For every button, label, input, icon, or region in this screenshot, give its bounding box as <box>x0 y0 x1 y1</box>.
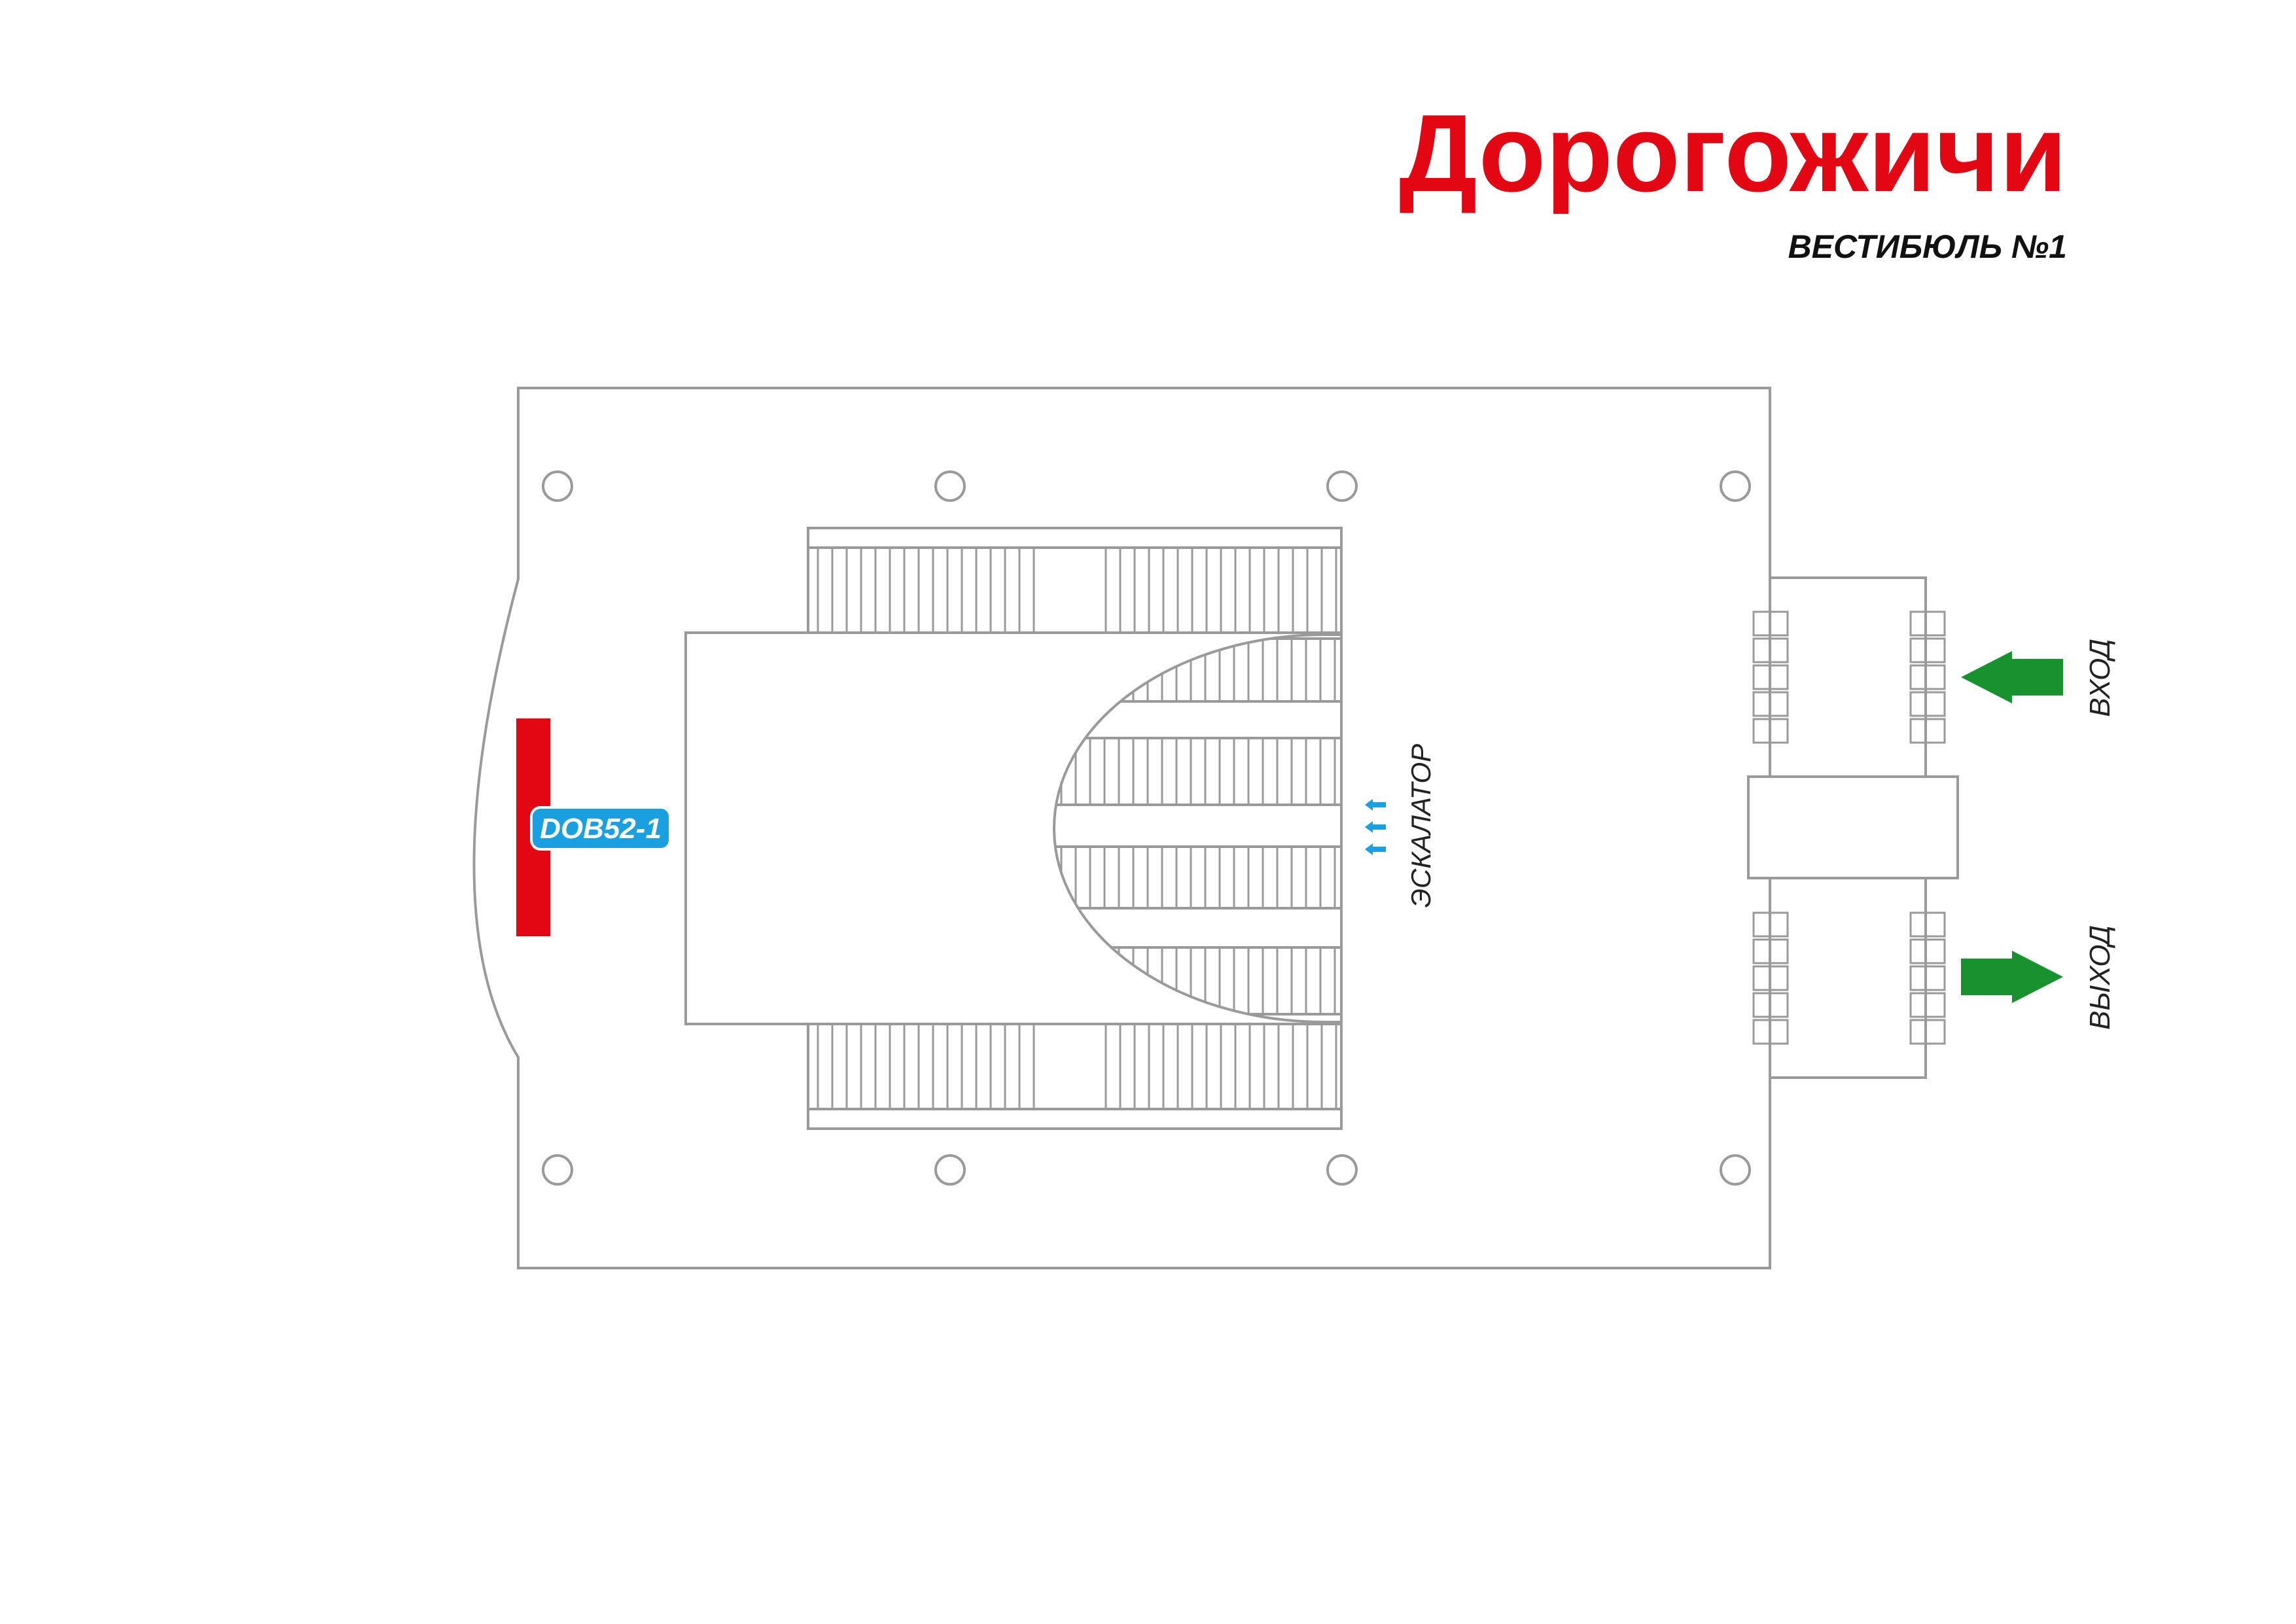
turnstile <box>1909 637 1946 663</box>
turnstile <box>1909 718 1946 744</box>
turnstile <box>1909 911 1946 938</box>
stairs-bottom-frame <box>807 1023 1343 1130</box>
column <box>1326 1154 1358 1186</box>
turnstile <box>1909 1019 1946 1045</box>
entrance-label: ВХОД <box>2084 639 2116 716</box>
annex-kiosk <box>1747 775 1959 879</box>
turnstile <box>1752 610 1789 637</box>
turnstile <box>1909 938 1946 964</box>
turnstile <box>1752 938 1789 964</box>
turnstile <box>1752 691 1789 717</box>
stairs-top-frame <box>807 527 1343 634</box>
turnstile <box>1752 965 1789 991</box>
stairs-top <box>807 527 1343 634</box>
column <box>1720 470 1751 502</box>
turnstiles <box>1752 610 1946 1045</box>
entrance-arrow-icon <box>1961 651 2063 703</box>
turnstile <box>1752 637 1789 663</box>
escalator-hall <box>684 631 1343 1025</box>
stairs-bottom <box>807 1023 1343 1130</box>
turnstile <box>1909 610 1946 637</box>
stairs-bottom-treads <box>817 1024 1337 1109</box>
column <box>934 470 966 502</box>
column <box>934 1154 966 1186</box>
column <box>1326 470 1358 502</box>
turnstile <box>1752 718 1789 744</box>
sign-code-label: DOB52-1 <box>540 813 662 845</box>
stairs-top-treads <box>817 548 1337 633</box>
station-title: Дорогожичи <box>1399 92 2067 215</box>
turnstile <box>1909 992 1946 1018</box>
arrow-left-icon <box>1365 843 1386 855</box>
escalator-bank <box>1053 633 1341 1023</box>
column <box>542 1154 573 1186</box>
arrow-left-icon <box>1365 799 1386 811</box>
turnstile <box>1752 1019 1789 1045</box>
sign-code-tag <box>530 806 671 851</box>
turnstile <box>1909 691 1946 717</box>
turnstile <box>1752 992 1789 1018</box>
columns <box>542 470 1751 1186</box>
column <box>542 470 573 502</box>
turnstile <box>1752 664 1789 690</box>
escalator-label: ЭСКАЛАТОР <box>1405 744 1436 908</box>
escalator-arc <box>1053 633 1341 1023</box>
turnstile <box>1909 664 1946 690</box>
column <box>1720 1154 1751 1186</box>
turnstile <box>1909 965 1946 991</box>
turnstile <box>1752 911 1789 938</box>
hall-outline <box>472 387 1771 1269</box>
exit-arrow-icon <box>1961 951 2063 1003</box>
exit-label: ВЫХОД <box>2084 925 2116 1030</box>
arrow-left-icon <box>1365 821 1386 833</box>
entrance-annex <box>1747 576 1959 1079</box>
vestibule-subtitle: ВЕСТИБЮЛЬ №1 <box>1788 228 2067 265</box>
escalator-direction-arrows <box>1365 799 1386 855</box>
